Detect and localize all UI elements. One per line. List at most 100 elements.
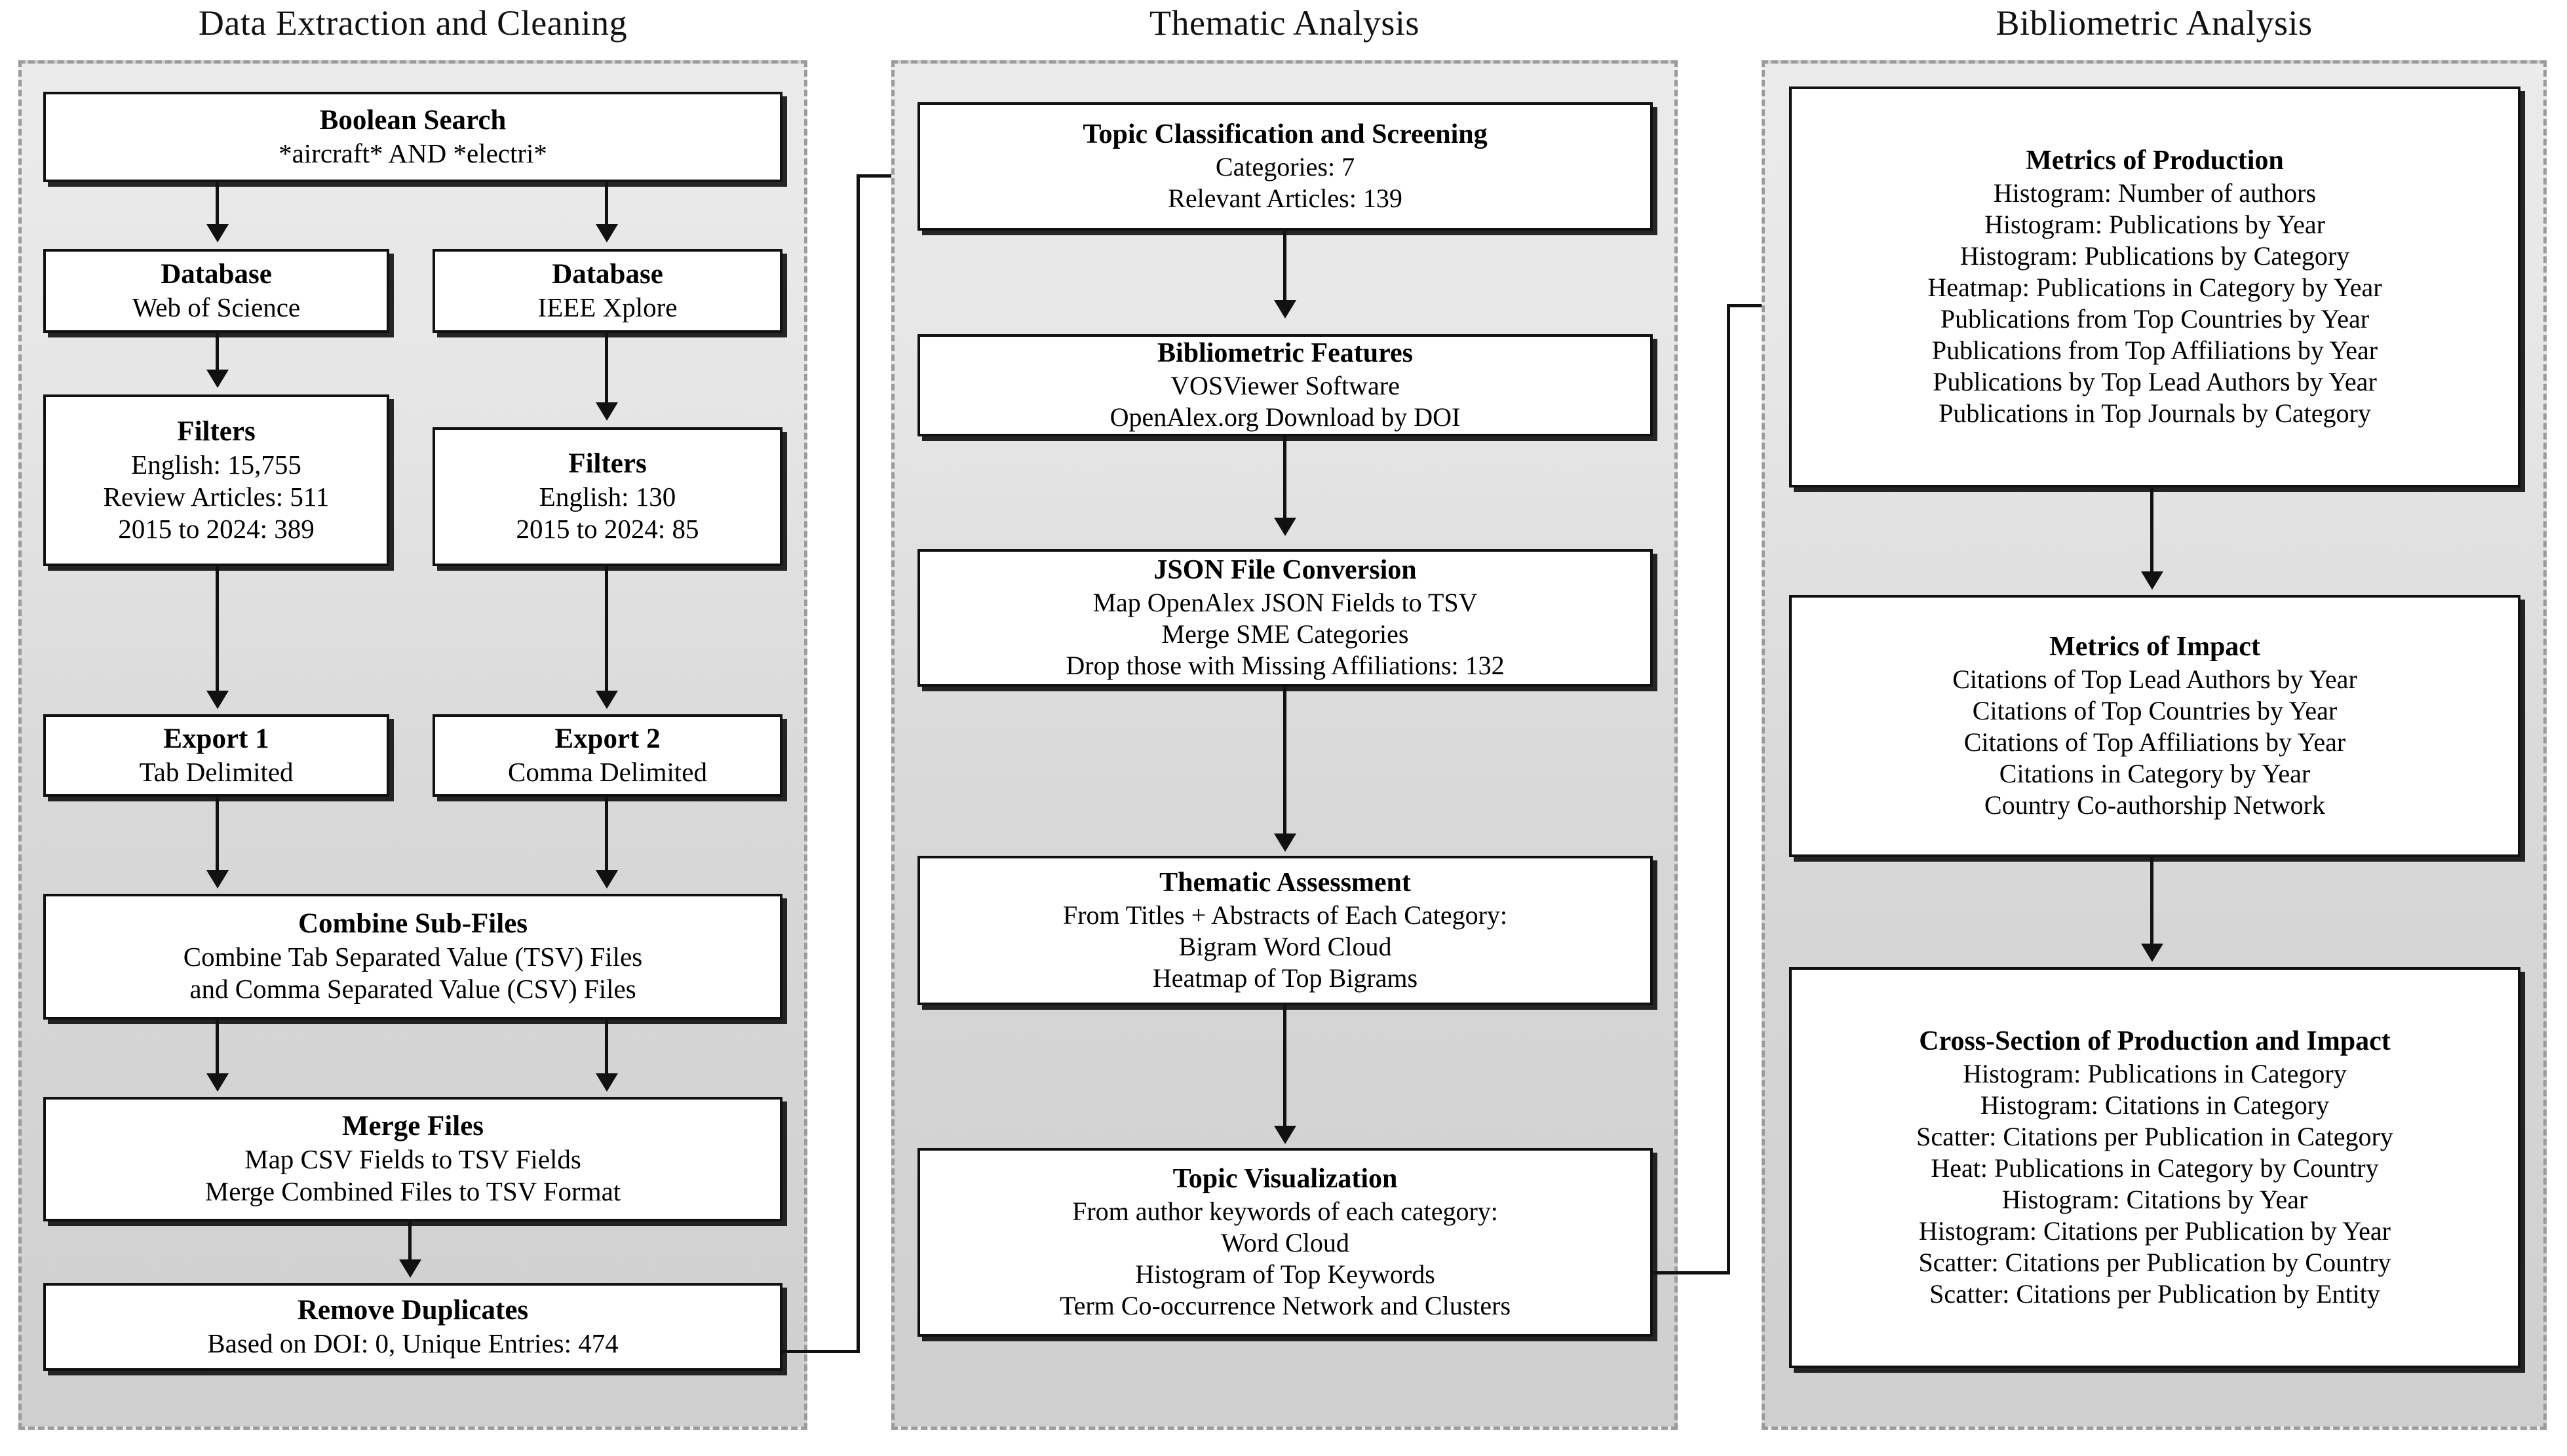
connector-combine-to-merge-right bbox=[605, 1020, 608, 1076]
node-title: Database bbox=[552, 259, 663, 290]
connector-boolean-to-ieee bbox=[605, 182, 608, 227]
node-topic-visualization[interactable]: Topic Visualization From author keywords… bbox=[917, 1148, 1653, 1337]
node-line: Histogram: Citations per Publication by … bbox=[1919, 1216, 2391, 1246]
connector-col1-to-col2-vertical bbox=[857, 176, 860, 1353]
node-cross-section-of-production-and-impact[interactable]: Cross-Section of Production and Impact H… bbox=[1789, 967, 2520, 1368]
node-line: Web of Science bbox=[132, 292, 301, 322]
node-title: Topic Visualization bbox=[1172, 1164, 1398, 1195]
node-line: Review Articles: 511 bbox=[103, 481, 330, 512]
node-line: Histogram of Top Keywords bbox=[1135, 1259, 1435, 1289]
connector-thematic-to-topicviz bbox=[1283, 1005, 1286, 1128]
node-line: Histogram: Publications in Category bbox=[1963, 1058, 2347, 1088]
arrowhead-icon bbox=[1274, 1126, 1296, 1144]
connector-wos-to-filters1 bbox=[216, 333, 219, 372]
arrowhead-icon bbox=[399, 1259, 421, 1278]
node-title: JSON File Conversion bbox=[1153, 555, 1417, 586]
node-line: Bigram Word Cloud bbox=[1178, 931, 1392, 961]
arrowhead-icon bbox=[596, 870, 618, 889]
node-line: Histogram: Citations by Year bbox=[2001, 1184, 2308, 1214]
node-line: Citations of Top Lead Authors by Year bbox=[1952, 664, 2357, 694]
node-topic-classification-and-screening[interactable]: Topic Classification and Screening Categ… bbox=[917, 102, 1653, 231]
node-line: Citations in Category by Year bbox=[1999, 758, 2311, 788]
connector-ieee-to-filters2 bbox=[605, 333, 608, 405]
node-line: Publications from Top Affiliations by Ye… bbox=[1931, 335, 2378, 365]
node-title: Topic Classification and Screening bbox=[1083, 119, 1488, 150]
arrowhead-icon bbox=[1274, 518, 1296, 536]
connector-combine-to-merge-left bbox=[216, 1020, 219, 1076]
node-line: 2015 to 2024: 85 bbox=[516, 514, 699, 545]
connector-col2-to-col3-horizontal-out bbox=[1653, 1271, 1730, 1274]
node-title: Export 1 bbox=[163, 723, 269, 755]
node-line: Comma Delimited bbox=[507, 756, 708, 787]
connector-merge-to-remove bbox=[408, 1221, 412, 1262]
node-line: Citations of Top Countries by Year bbox=[1972, 695, 2338, 725]
node-thematic-assessment[interactable]: Thematic Assessment From Titles + Abstra… bbox=[917, 856, 1653, 1005]
node-metrics-of-production[interactable]: Metrics of Production Histogram: Number … bbox=[1789, 86, 2520, 488]
node-line: Histogram: Publications by Category bbox=[1959, 240, 2350, 271]
connector-boolean-to-wos bbox=[216, 182, 219, 227]
node-filters-ieee[interactable]: Filters English: 130 2015 to 2024: 85 bbox=[433, 427, 782, 566]
node-bibliometric-features[interactable]: Bibliometric Features VOSViewer Software… bbox=[917, 334, 1653, 436]
node-combine-sub-files[interactable]: Combine Sub-Files Combine Tab Separated … bbox=[43, 894, 782, 1020]
node-merge-files[interactable]: Merge Files Map CSV Fields to TSV Fields… bbox=[43, 1097, 782, 1221]
node-line: Based on DOI: 0, Unique Entries: 474 bbox=[207, 1328, 619, 1358]
node-title: Database bbox=[161, 259, 272, 290]
connector-json-to-thematic bbox=[1283, 687, 1286, 836]
node-line: From Titles + Abstracts of Each Category… bbox=[1062, 900, 1508, 930]
arrowhead-icon bbox=[206, 224, 229, 242]
connector-filters2-to-export2 bbox=[605, 566, 608, 693]
node-line: Map CSV Fields to TSV Fields bbox=[244, 1144, 581, 1175]
connector-col1-to-col2-horizontal-out bbox=[782, 1350, 860, 1353]
column-title-data-extraction: Data Extraction and Cleaning bbox=[198, 3, 628, 43]
node-title: Bibliometric Features bbox=[1157, 338, 1413, 369]
node-line: Combine Tab Separated Value (TSV) Files bbox=[183, 942, 643, 972]
node-line: 2015 to 2024: 389 bbox=[118, 513, 315, 544]
node-line: Map OpenAlex JSON Fields to TSV bbox=[1092, 587, 1478, 617]
node-line: Scatter: Citations per Publication in Ca… bbox=[1916, 1121, 2393, 1151]
node-title: Filters bbox=[177, 415, 256, 447]
node-line: Word Cloud bbox=[1221, 1227, 1349, 1257]
node-metrics-of-impact[interactable]: Metrics of Impact Citations of Top Lead … bbox=[1789, 595, 2520, 857]
arrowhead-icon bbox=[596, 1073, 618, 1092]
node-line: and Comma Separated Value (CSV) Files bbox=[189, 974, 636, 1005]
node-database-ieee-xplore[interactable]: Database IEEE Xplore bbox=[433, 249, 782, 333]
node-title: Cross-Section of Production and Impact bbox=[1919, 1026, 2391, 1057]
connector-filters1-to-export1 bbox=[216, 566, 219, 693]
node-line: Tab Delimited bbox=[139, 756, 294, 787]
node-title: Boolean Search bbox=[319, 105, 507, 136]
connector-topic-to-biblio bbox=[1283, 231, 1286, 303]
node-export-1[interactable]: Export 1 Tab Delimited bbox=[43, 714, 389, 797]
node-filters-wos[interactable]: Filters English: 15,755 Review Articles:… bbox=[43, 394, 389, 566]
arrowhead-icon bbox=[206, 370, 229, 388]
node-export-2[interactable]: Export 2 Comma Delimited bbox=[433, 714, 782, 797]
node-line: Merge SME Categories bbox=[1161, 619, 1409, 649]
arrowhead-icon bbox=[596, 691, 618, 709]
node-line: Publications in Top Journals by Category bbox=[1939, 398, 2371, 428]
node-line: Term Co-occurrence Network and Clusters bbox=[1059, 1290, 1511, 1320]
arrowhead-icon bbox=[1274, 833, 1296, 852]
connector-production-to-impact bbox=[2150, 488, 2153, 574]
connector-export1-to-combine bbox=[216, 797, 219, 873]
node-line: Histogram: Number of authors bbox=[1993, 178, 2317, 208]
node-line: Publications by Top Lead Authors by Year bbox=[1933, 366, 2377, 396]
node-remove-duplicates[interactable]: Remove Duplicates Based on DOI: 0, Uniqu… bbox=[43, 1283, 782, 1371]
connector-export2-to-combine bbox=[605, 797, 608, 873]
node-title: Export 2 bbox=[554, 723, 661, 755]
node-line: English: 15,755 bbox=[131, 449, 301, 480]
node-line: Relevant Articles: 139 bbox=[1168, 183, 1402, 213]
node-line: Heatmap of Top Bigrams bbox=[1152, 963, 1418, 993]
node-line: Publications from Top Countries by Year bbox=[1940, 303, 2370, 334]
node-database-web-of-science[interactable]: Database Web of Science bbox=[43, 249, 389, 333]
node-line: Citations of Top Affiliations by Year bbox=[1963, 727, 2346, 757]
node-line: Heat: Publications in Category by Countr… bbox=[1931, 1153, 2379, 1183]
node-title: Metrics of Production bbox=[2026, 145, 2284, 176]
node-line: English: 130 bbox=[539, 482, 676, 512]
node-title: Thematic Assessment bbox=[1159, 868, 1411, 898]
node-json-file-conversion[interactable]: JSON File Conversion Map OpenAlex JSON F… bbox=[917, 549, 1653, 687]
node-boolean-search[interactable]: Boolean Search *aircraft* AND *electri* bbox=[43, 92, 782, 182]
connector-col2-to-col3-vertical bbox=[1727, 305, 1730, 1274]
node-line: Drop those with Missing Affiliations: 13… bbox=[1066, 650, 1505, 680]
arrowhead-icon bbox=[206, 870, 229, 889]
node-title: Metrics of Impact bbox=[2049, 632, 2260, 662]
